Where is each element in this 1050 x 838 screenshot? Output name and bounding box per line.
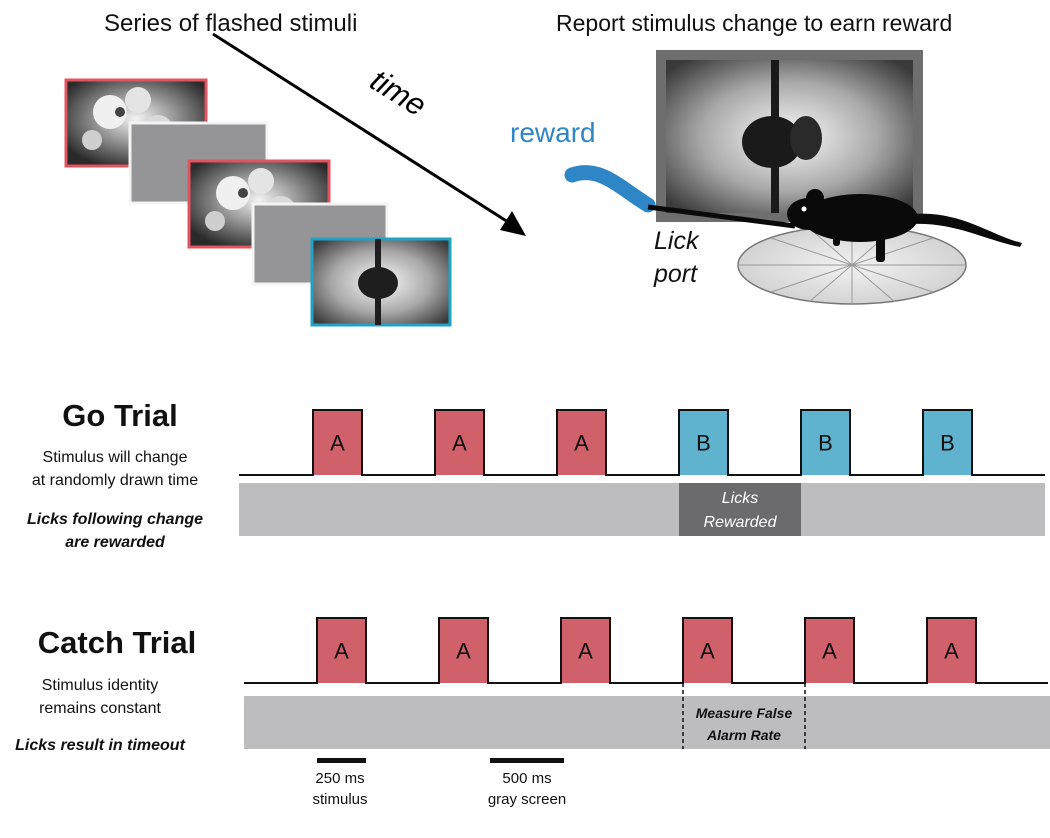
catch-trial-pulse-label-6: A — [944, 639, 959, 664]
top-illustration: time — [64, 32, 1022, 327]
time-arrowhead — [500, 211, 526, 236]
catch-trial-pulse-label-1: A — [334, 639, 349, 664]
lick-port-label-line-2: port — [654, 260, 698, 288]
reward-label: reward — [510, 117, 596, 148]
scale-bar-250ms — [317, 758, 366, 763]
catch-trial-pulse-4 — [683, 618, 732, 683]
go-window-label-2: Rewarded — [704, 514, 778, 531]
go-trial-pulse-label-4: B — [696, 431, 711, 456]
mouse-silhouette — [787, 189, 1022, 262]
go-trial-note-1: Licks following change — [26, 511, 204, 528]
stimulus-frame-changed — [310, 237, 452, 327]
scale-bars — [317, 758, 564, 763]
catch-trial-pulse-label-4: A — [700, 639, 715, 664]
go-trial-pulse-3 — [557, 410, 606, 475]
right-heading: Report stimulus change to earn reward — [556, 10, 953, 36]
left-heading: Series of flashed stimuli — [104, 10, 358, 37]
catch-trial-desc-2: remains constant — [39, 700, 161, 717]
scale-stim-line-1: 250 ms — [315, 770, 365, 787]
catch-trial-gray-bar — [244, 696, 1050, 749]
scale-label-gray: 500 ms gray screen — [472, 768, 582, 810]
catch-trial-title: Catch Trial — [37, 625, 197, 660]
go-trial-pulse-2 — [435, 410, 484, 475]
catch-trial-pulse-3 — [561, 618, 610, 683]
go-trial-pulse-trace — [239, 409, 1045, 476]
go-trial-timeline: Licks Rewarded A A A B B B — [239, 409, 1045, 536]
catch-window-label-2: Alarm Rate — [706, 727, 781, 743]
scale-label-stimulus: 250 ms stimulus — [290, 768, 390, 810]
go-trial-pulse-5 — [801, 410, 850, 475]
catch-trial-pulse-6 — [927, 618, 976, 683]
go-trial-pulse-6 — [923, 410, 972, 475]
time-arrow — [212, 32, 509, 224]
scale-stim-line-2: stimulus — [312, 791, 368, 808]
catch-trial-timeline: Measure False Alarm Rate A A A A A A — [244, 617, 1050, 749]
go-trial-title: Go Trial — [62, 398, 178, 433]
go-trial-reward-window — [679, 483, 801, 536]
go-trial-note-2: are rewarded — [65, 534, 165, 551]
catch-trial-pulse-5 — [805, 618, 854, 683]
lick-port-spout — [647, 204, 796, 229]
go-trial-pulse-4 — [679, 410, 728, 475]
lick-port-label: Lick port — [654, 225, 698, 291]
catch-trial-pulse-label-5: A — [822, 639, 837, 664]
catch-trial-pulse-2 — [439, 618, 488, 683]
go-window-label-1: Licks — [722, 490, 758, 507]
disc-spokes — [738, 226, 966, 304]
go-trial-pulse-label-1: A — [330, 431, 345, 456]
go-trial-pulse-label-2: A — [452, 431, 467, 456]
go-trial-pulse-label-6: B — [940, 431, 955, 456]
catch-trial-desc-1: Stimulus identity — [41, 677, 159, 694]
go-trial-desc-2: at randomly drawn time — [31, 472, 199, 489]
scale-bar-500ms — [490, 758, 564, 763]
scale-gray-line-1: 500 ms — [502, 770, 552, 787]
go-trial-pulse-label-5: B — [818, 431, 833, 456]
monitor — [656, 50, 923, 222]
lick-port-label-line-1: Lick — [654, 227, 699, 255]
go-trial-pulse-label-3: A — [574, 431, 589, 456]
time-label: time — [364, 62, 432, 123]
go-trial-desc-1: Stimulus will change — [42, 449, 188, 466]
catch-trial-pulse-1 — [317, 618, 366, 683]
go-trial-gray-bar — [239, 483, 1045, 536]
catch-trial-note-1: Licks result in timeout — [15, 737, 185, 754]
scale-gray-line-2: gray screen — [487, 791, 567, 808]
reward-tube — [564, 165, 656, 213]
catch-trial-pulse-trace — [244, 617, 1048, 684]
go-trial-pulse-1 — [313, 410, 362, 475]
catch-window-label-1: Measure False — [696, 705, 793, 721]
catch-trial-pulse-label-2: A — [456, 639, 471, 664]
catch-trial-pulse-label-3: A — [578, 639, 593, 664]
